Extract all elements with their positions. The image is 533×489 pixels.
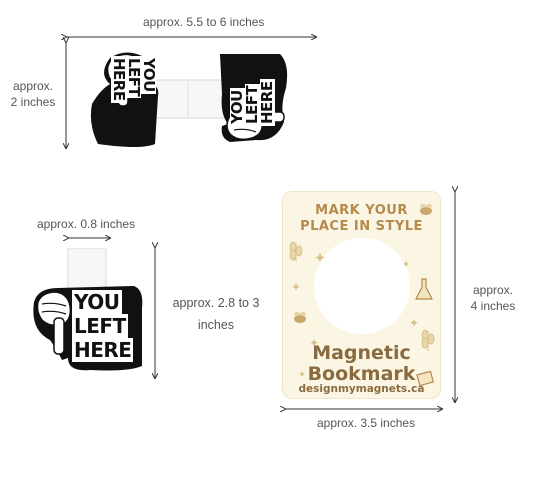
small-connector-strip (67, 248, 107, 295)
pointing-hand-icon-small (36, 291, 72, 355)
leaf-sprig-icon (289, 241, 303, 261)
card-height-label-line1: approx. (472, 283, 514, 297)
top-height-label: approx. 2 inches (8, 78, 58, 110)
small-width-label: approx. 0.8 inches (37, 217, 136, 231)
top-width-label: approx. 5.5 to 6 inches (143, 15, 265, 29)
top-height-label-line2: 2 inches (10, 95, 56, 109)
flask-icon (415, 278, 433, 300)
book-icon (416, 370, 435, 387)
card-url: designmymagnets.ca (298, 383, 425, 395)
card-height-label: approx. 4 inches (462, 282, 524, 314)
small-sticker-line1: YOU (72, 290, 122, 314)
bookmark-card: MARK YOUR PLACE IN STYLE (282, 191, 441, 399)
card-big-line1: Magnetic (312, 342, 411, 364)
top-right-line3: HERE (258, 79, 276, 126)
card-width-label: approx. 3.5 inches (317, 416, 416, 430)
small-height-label: approx. 2.8 to 3 inches (160, 292, 272, 336)
top-height-label-line1: approx. (12, 79, 54, 93)
bee-icon-2 (294, 312, 306, 323)
card-title-line2: PLACE IN STYLE (300, 219, 423, 234)
top-left-line1: YOU (140, 56, 158, 94)
top-left-sticker-text: YOU LEFT HERE (106, 56, 158, 146)
card-circle-window (314, 238, 410, 334)
top-right-sticker-text: YOU LEFT HERE (228, 36, 280, 126)
sparkle-icons (292, 253, 418, 377)
card-title-line1: MARK YOUR (315, 203, 408, 218)
card-big-line2: Bookmark (307, 363, 416, 385)
top-left-line3: HERE (110, 56, 128, 103)
small-sticker-line3: HERE (72, 338, 134, 362)
leaf-sprig-icon-2 (421, 329, 435, 351)
bee-icon (420, 204, 432, 215)
card-height-label-line2: 4 inches (470, 299, 516, 313)
small-height-label-line2: inches (197, 318, 235, 332)
top-left-line2: LEFT (125, 56, 143, 99)
small-sticker-line2: LEFT (72, 314, 128, 338)
small-sticker-text: YOU LEFT HERE (72, 290, 142, 362)
card-decorations (289, 204, 435, 387)
small-height-label-line1: approx. 2.8 to 3 (172, 296, 260, 310)
